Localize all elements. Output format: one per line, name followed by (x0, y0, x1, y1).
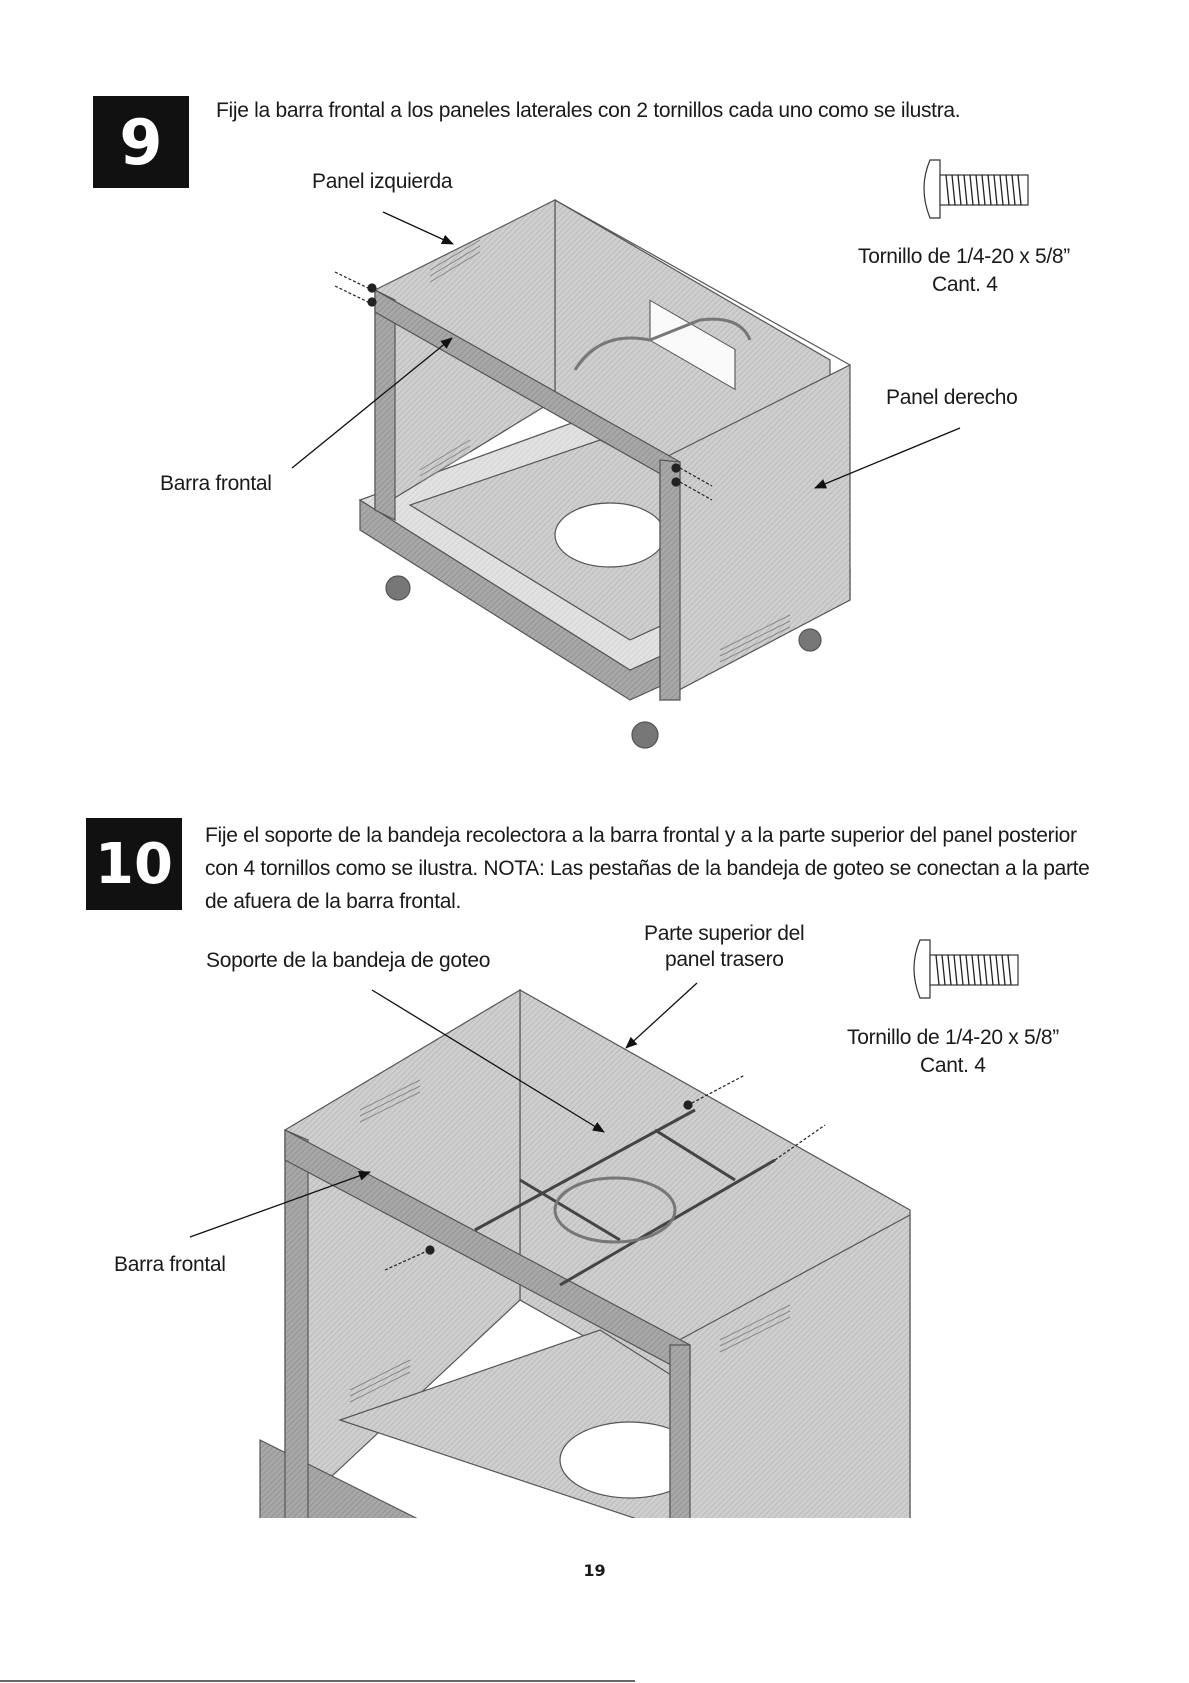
step-9-number: 9 (119, 105, 163, 179)
step-9-instruction: Fije la barra frontal a los paneles late… (216, 99, 961, 122)
step-9-cart-drawing (334, 198, 852, 749)
step-10-label-screw-spec: Tornillo de 1/4-20 x 5/8” (847, 1026, 1059, 1049)
step-10-label-front-bar: Barra frontal (114, 1253, 226, 1276)
step-10-label-drip-tray-support: Soporte de la bandeja de goteo (206, 949, 491, 972)
step-10-screw-icon (913, 939, 1019, 999)
step-10-number: 10 (95, 831, 173, 897)
step-9-label-right-panel: Panel derecho (886, 386, 1018, 409)
step-9-screw-icon (923, 159, 1029, 219)
step-10-cart-drawing (259, 988, 911, 1518)
page-number: 19 (583, 1561, 606, 1580)
step-10-label-screw-qty: Cant. 4 (920, 1054, 986, 1077)
step-9-label-left-panel: Panel izquierda (312, 170, 453, 193)
step-9-label-screw-spec: Tornillo de 1/4-20 x 5/8” (858, 245, 1070, 268)
step-10-label-rear-panel-top-line2: panel trasero (665, 948, 784, 971)
step-9-leader-lines (291, 211, 961, 489)
step-10-leader-lines (189, 982, 698, 1238)
step-10-label-rear-panel-top-line1: Parte superior del (644, 922, 805, 945)
step-10-badge: 10 (86, 818, 182, 910)
step-10-instruction: Fije el soporte de la bandeja recolector… (205, 824, 1090, 913)
step-9-label-screw-qty: Cant. 4 (932, 273, 998, 296)
step-9-label-front-bar: Barra frontal (160, 472, 272, 495)
step-9-badge: 9 (93, 96, 189, 188)
